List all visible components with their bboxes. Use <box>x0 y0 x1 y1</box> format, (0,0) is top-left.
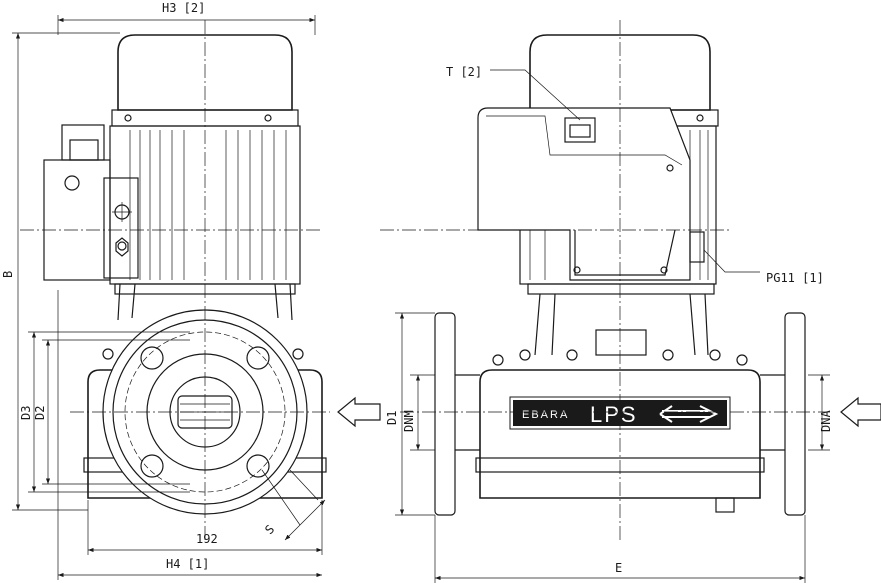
motor-fan-cover <box>529 34 711 111</box>
bolt-hole <box>140 454 164 478</box>
label-h4: H4 [1] <box>166 557 209 571</box>
motor-fan-cover <box>117 34 293 111</box>
label-dna: DNA <box>819 410 833 432</box>
model-name: LPS <box>590 402 638 427</box>
label-pg11: PG11 [1] <box>766 271 824 285</box>
flow-arrow-icon <box>659 405 719 423</box>
label-b: B <box>1 271 15 278</box>
label-d2: D2 <box>33 406 47 420</box>
motor-fins <box>129 130 287 280</box>
label-d3: D3 <box>19 406 33 420</box>
label-dnm: DNM <box>402 410 416 432</box>
label-192: 192 <box>196 532 218 546</box>
bolt-hole <box>246 454 270 478</box>
label-d1: D1 <box>385 411 399 425</box>
bolt-hole <box>246 346 270 370</box>
front-view: H3 [2] B D3 D2 192 H4 [1] S <box>1 1 381 580</box>
flow-arrow-icon <box>337 396 381 428</box>
terminal-box <box>43 159 111 281</box>
flow-arrow-icon <box>840 396 881 428</box>
terminal-box <box>477 107 691 281</box>
brand-logo: EBARA <box>522 409 569 421</box>
bolt-hole <box>140 346 164 370</box>
pump-body <box>479 369 761 499</box>
label-t: T [2] <box>446 65 482 79</box>
label-h3: H3 [2] <box>162 1 205 15</box>
inlet-flange <box>784 312 806 516</box>
cable-gland-pg11 <box>689 231 705 263</box>
cable-gland-t <box>564 117 596 143</box>
cable-gland-icon <box>115 237 129 257</box>
pump-casing <box>87 369 323 499</box>
label-e: E <box>615 561 622 575</box>
label-s: S <box>262 522 277 537</box>
outlet-flange <box>434 312 456 516</box>
side-view: EBARA LPS T [2] PG11 [1] D1 DNM DNA E <box>380 20 881 583</box>
